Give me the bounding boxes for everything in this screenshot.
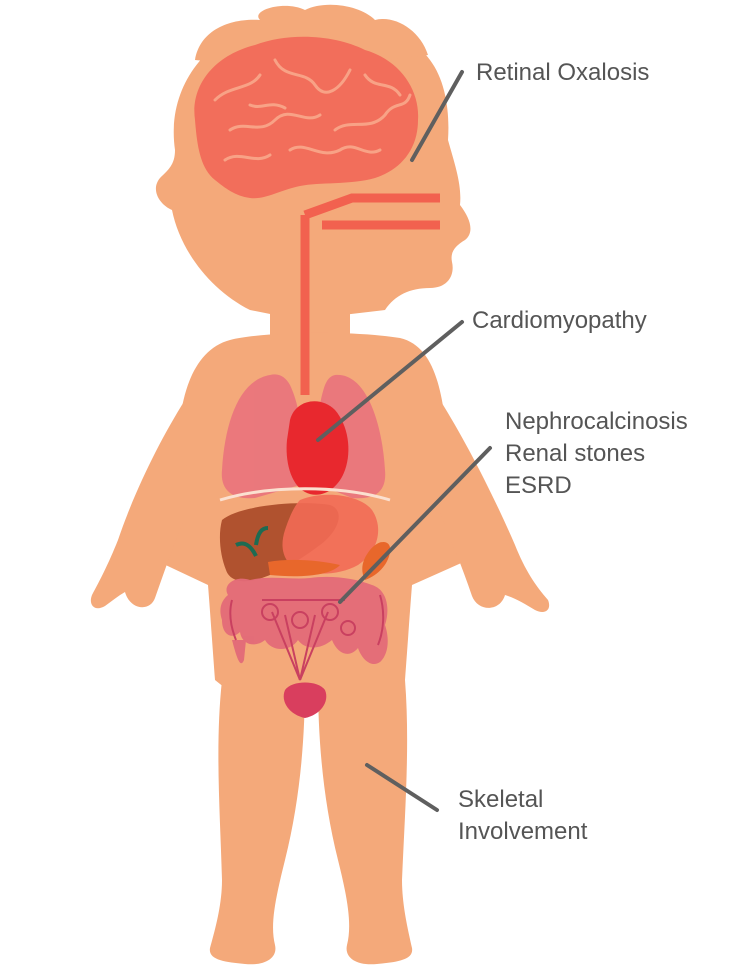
label-line: ESRD [505, 470, 688, 502]
left-leg [210, 680, 305, 964]
label-line: Nephrocalcinosis [505, 406, 688, 438]
right-leg [318, 680, 412, 964]
label-line: Retinal Oxalosis [476, 58, 649, 88]
label-cardiomyopathy: Cardiomyopathy [472, 306, 647, 336]
label-line: Involvement [458, 816, 587, 848]
brain [194, 37, 418, 198]
label-skeletal-involvement: Skeletal Involvement [458, 784, 587, 848]
left-arm [91, 400, 188, 608]
label-retinal-oxalosis: Retinal Oxalosis [476, 58, 649, 88]
label-line: Skeletal [458, 784, 587, 816]
label-line: Renal stones [505, 438, 688, 470]
label-renal: Nephrocalcinosis Renal stones ESRD [505, 406, 688, 502]
label-line: Cardiomyopathy [472, 306, 647, 336]
